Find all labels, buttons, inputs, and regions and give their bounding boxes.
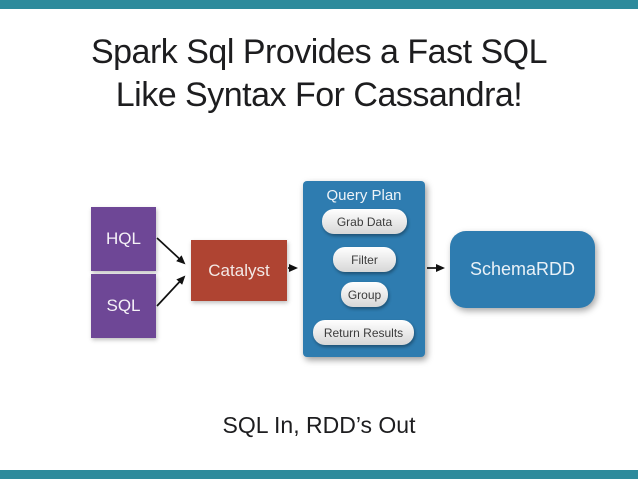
query-plan-step-label: Return Results: [323, 325, 404, 340]
catalyst-box-label: Catalyst: [208, 260, 270, 280]
schemardd-box-label: SchemaRDD: [469, 259, 576, 279]
query-plan-step-label: Group: [347, 287, 382, 302]
hql-box: HQL: [91, 207, 156, 271]
sql-box-label: SQL: [106, 296, 141, 315]
query-plan-step-group: Group: [341, 282, 388, 307]
query-plan-step-label: Grab Data: [336, 214, 393, 229]
query-plan-step-label: Filter: [351, 252, 378, 267]
query-plan-title: Query Plan: [326, 187, 402, 204]
query-plan-step-grab-data: Grab Data: [322, 209, 407, 234]
query-plan-step-filter: Filter: [333, 247, 396, 272]
slide-title: Spark Sql Provides a Fast SQL Like Synta…: [0, 31, 638, 117]
schemardd-box: SchemaRDD: [450, 231, 595, 308]
arrow-hql-to-catalyst: [156, 237, 186, 265]
hql-box-label: HQL: [106, 229, 141, 248]
sql-box: SQL: [91, 274, 156, 338]
top-accent-bar: [0, 0, 638, 9]
catalyst-box: Catalyst: [191, 240, 287, 301]
query-plan-step-return-results: Return Results: [313, 320, 414, 345]
query-plan-box: Query Plan Grab Data Filter Group Return…: [303, 181, 425, 357]
slide-title-line2: Like Syntax For Cassandra!: [115, 76, 523, 114]
slide-title-line1: Spark Sql Provides a Fast SQL: [90, 33, 548, 71]
arrow-sql-to-catalyst: [156, 275, 186, 307]
bottom-accent-bar: [0, 470, 638, 479]
slide-caption: SQL In, RDD’s Out: [222, 412, 416, 438]
